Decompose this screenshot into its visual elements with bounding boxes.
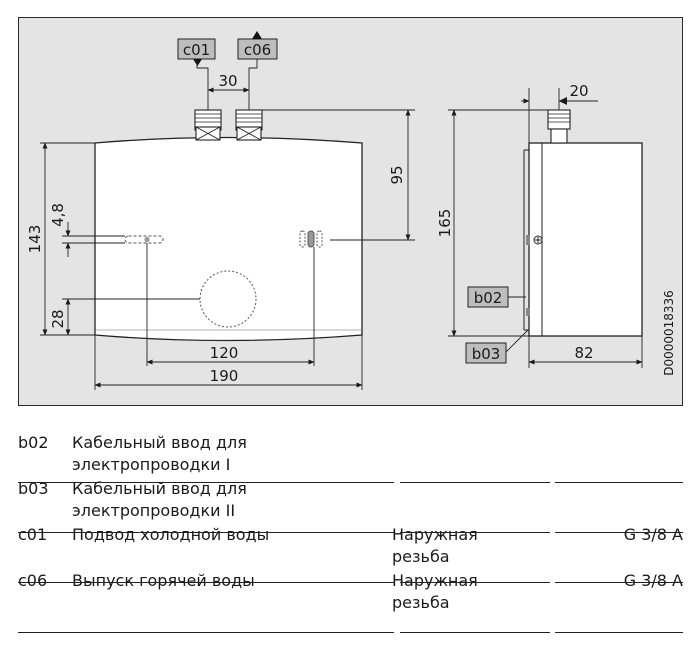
legend-connection-type	[392, 432, 547, 478]
side-view: 20 165 82 b02 b03 D0000018336	[436, 82, 676, 376]
legend-divider	[18, 632, 394, 634]
legend-divider	[18, 582, 394, 584]
svg-text:c06: c06	[244, 41, 271, 59]
cold-water-connector	[194, 109, 222, 141]
dim-190: 190	[210, 367, 239, 385]
heater-body-side	[528, 142, 643, 337]
tag-c01: c01	[177, 38, 216, 76]
dim-4-8: 4,8	[49, 203, 67, 227]
document-id: D0000018336	[662, 290, 676, 376]
svg-text:c01: c01	[183, 41, 210, 59]
side-connector	[547, 109, 571, 144]
dim-20: 20	[569, 82, 588, 100]
heater-body-front	[94, 136, 363, 342]
legend-divider	[400, 482, 550, 484]
mounting-slots-right	[299, 230, 323, 248]
legend-value: G 3/8 A	[623, 525, 683, 544]
legend-code: b02	[18, 433, 49, 452]
dim-95: 95	[388, 165, 406, 184]
legend-code: b03	[18, 479, 49, 498]
tag-c06: c06	[237, 31, 278, 76]
legend-divider	[555, 632, 683, 634]
svg-text:b03: b03	[472, 345, 501, 363]
legend-divider	[18, 482, 394, 484]
legend-divider	[555, 582, 683, 584]
dimension-drawing: 30 95 143 4,8 28 120 190 c01 c06	[26, 31, 676, 390]
legend-value	[547, 432, 683, 478]
front-view: 30 95 143 4,8 28 120 190 c01 c06	[26, 31, 415, 390]
dim-120: 120	[210, 344, 239, 362]
legend-divider	[555, 532, 683, 534]
mounting-slot-left	[124, 235, 164, 244]
legend-code: c01	[18, 525, 48, 544]
hot-water-connector	[235, 109, 263, 141]
legend-divider	[400, 632, 550, 634]
legend-connection-type	[392, 478, 547, 524]
tag-b02: b02	[467, 286, 509, 308]
legend-description: Подвод холодной воды	[72, 525, 270, 544]
svg-text:b02: b02	[474, 289, 503, 307]
tag-b03: b03	[465, 342, 507, 364]
legend-divider	[400, 582, 550, 584]
legend-divider	[400, 532, 550, 534]
legend-value	[547, 478, 683, 524]
legend-divider	[18, 532, 394, 534]
legend-code: c06	[18, 571, 48, 590]
legend-divider	[555, 482, 683, 484]
cable-entry-circle	[199, 270, 257, 328]
dim-28: 28	[49, 309, 67, 328]
dim-143: 143	[26, 225, 44, 254]
dim-82: 82	[574, 344, 593, 362]
legend-value: G 3/8 A	[623, 571, 683, 590]
dim-30: 30	[218, 72, 237, 90]
dim-165: 165	[436, 209, 454, 238]
legend-description: Выпуск горячей воды	[72, 571, 255, 590]
